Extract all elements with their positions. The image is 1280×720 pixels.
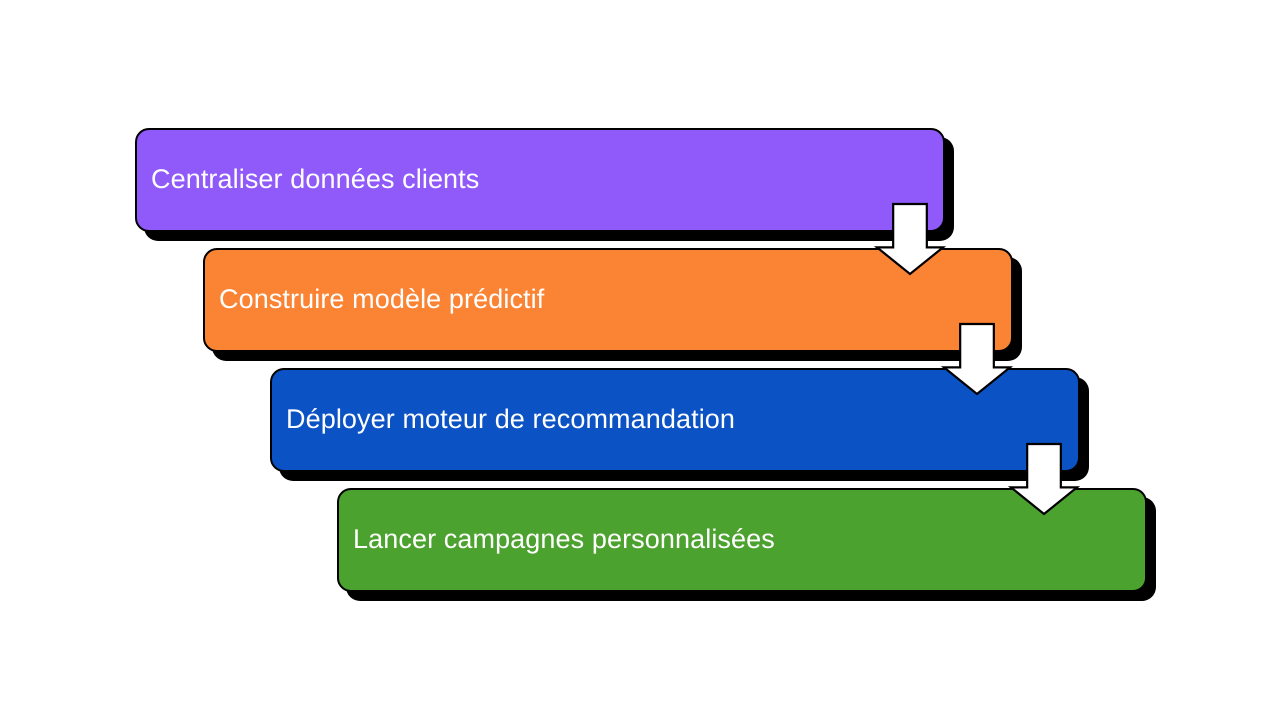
process-step-4-label: Lancer campagnes personnalisées [353,524,775,555]
process-step-2[interactable]: Construire modèle prédictif [203,248,1013,352]
process-step-2-label: Construire modèle prédictif [219,284,545,315]
down-arrow-icon [1007,442,1081,516]
process-step-3-label: Déployer moteur de recommandation [286,404,736,435]
process-step-1-label: Centraliser données clients [151,164,480,195]
process-step-1[interactable]: Centraliser données clients [135,128,945,232]
down-arrow-icon [940,322,1014,396]
process-step-4[interactable]: Lancer campagnes personnalisées [337,488,1147,592]
down-arrow-icon [873,202,947,276]
process-step-3[interactable]: Déployer moteur de recommandation [270,368,1080,472]
